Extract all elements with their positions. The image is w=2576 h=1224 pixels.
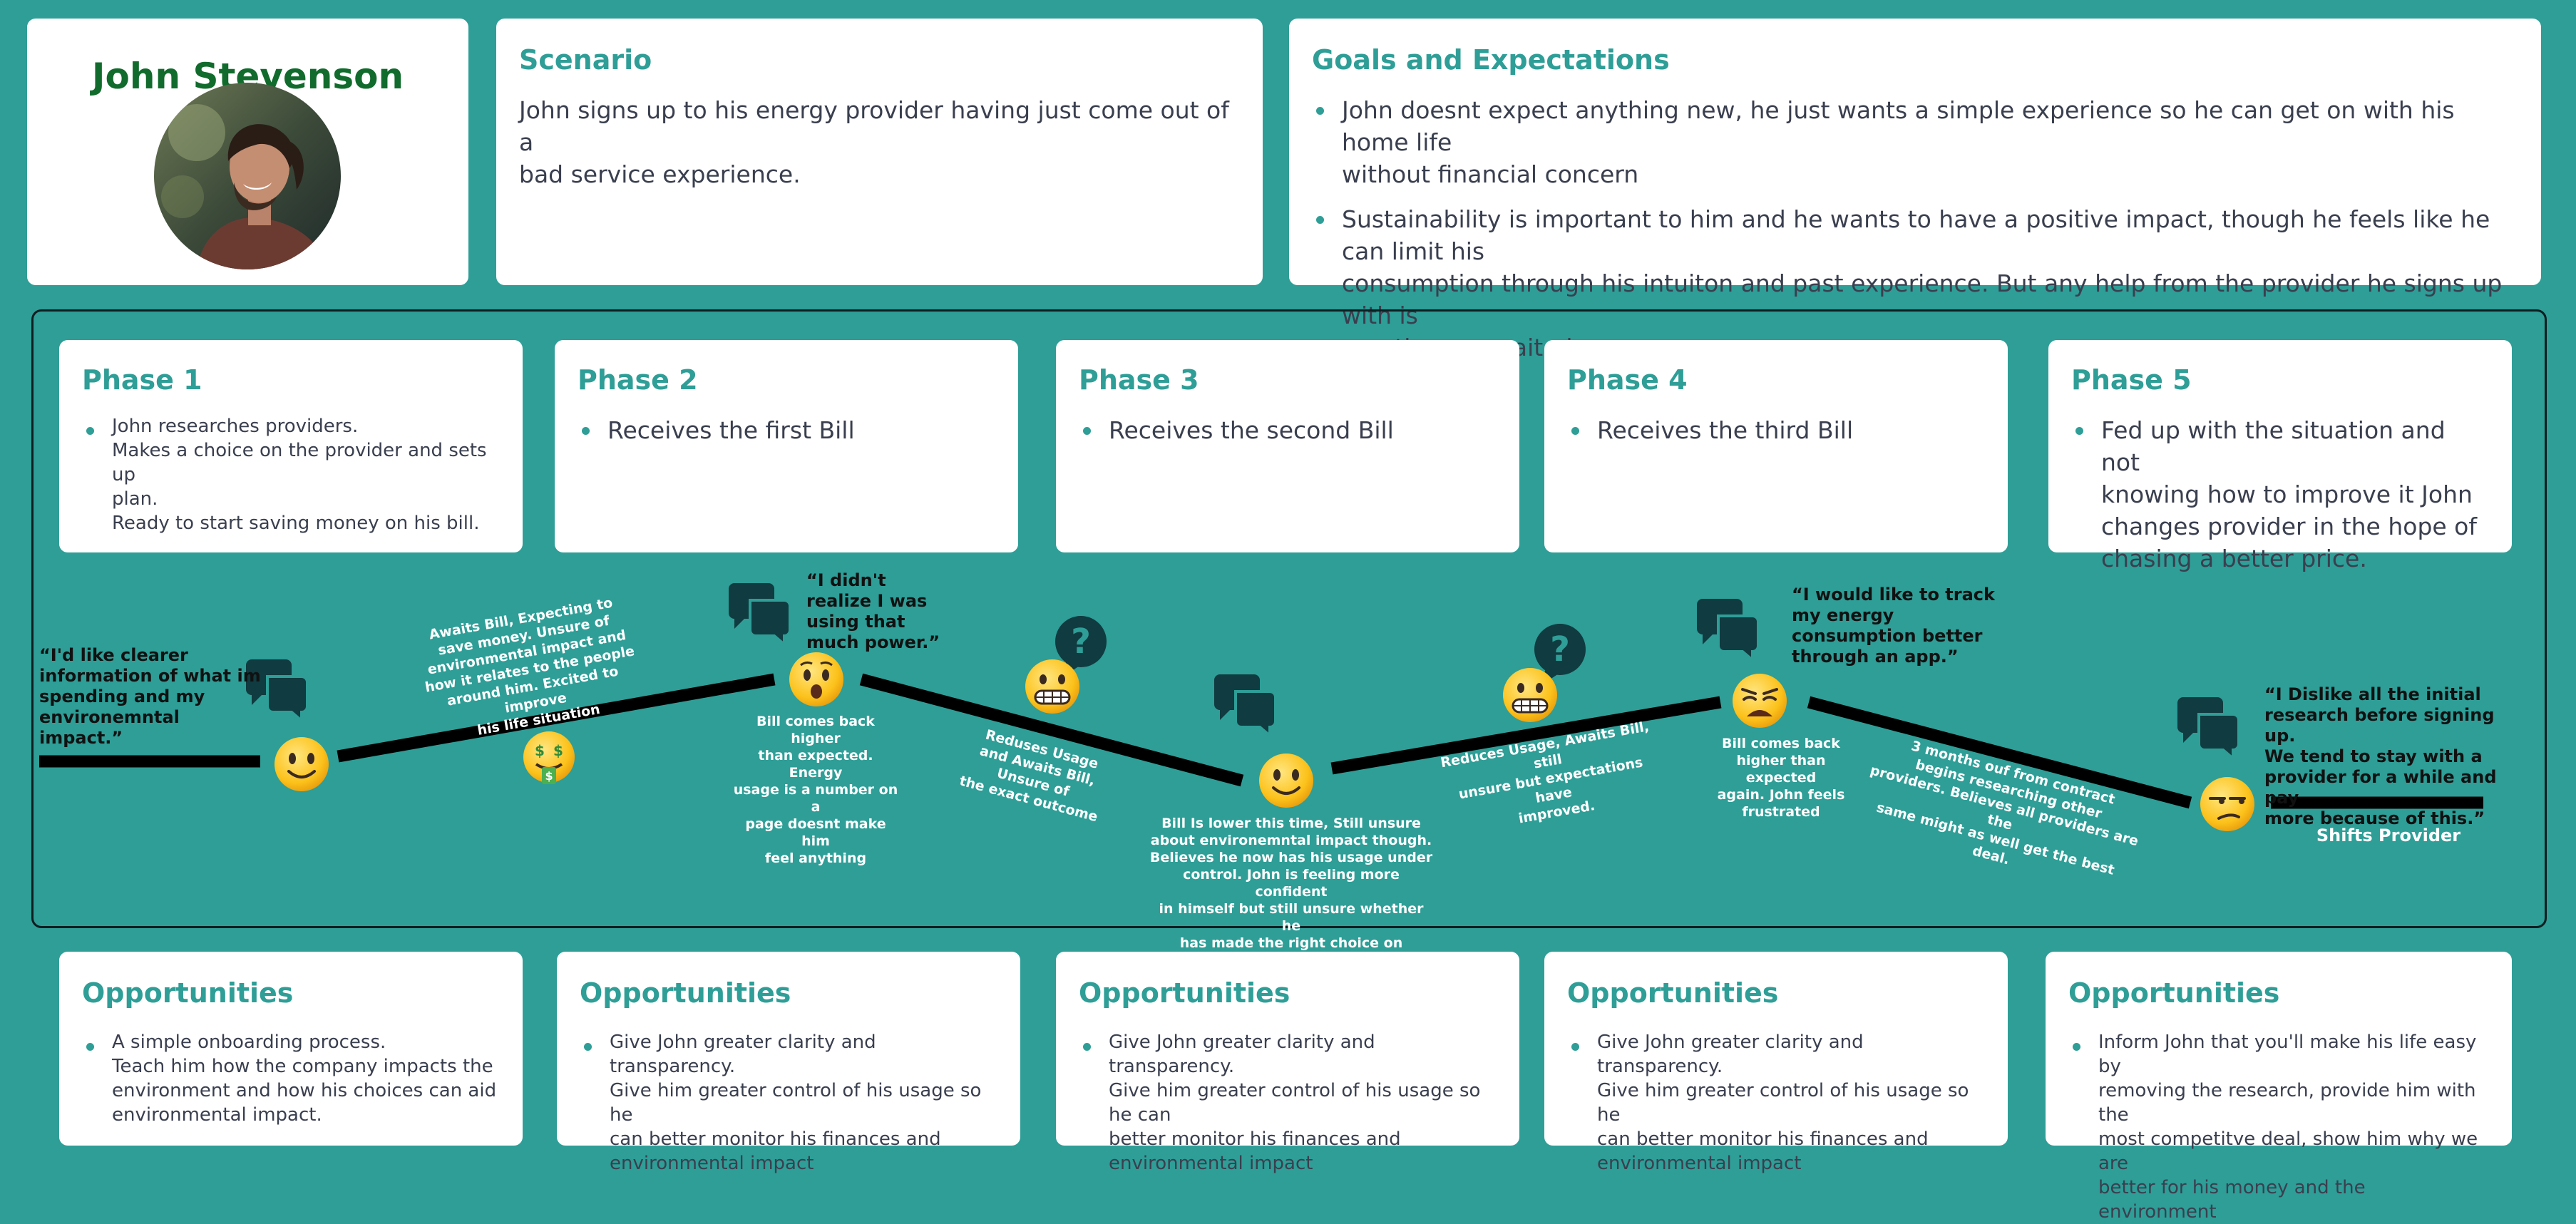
opportunity-item: A simple onboarding process. Teach him h…: [82, 1030, 500, 1127]
opportunity-item: Give John greater clarity and transparen…: [1567, 1030, 1985, 1176]
opportunity-item: Give John greater clarity and transparen…: [1079, 1030, 1497, 1176]
journey-quote-2: “I didn't realize I was using that much …: [806, 570, 940, 652]
journey-note-6: Bill comes back higher than expected aga…: [1717, 736, 1845, 820]
opportunity-title: Opportunities: [2068, 977, 2280, 1009]
phase-item: Receives the second Bill: [1079, 414, 1497, 446]
opportunity-title: Opportunities: [1079, 977, 1290, 1009]
opportunity-card-5: Opportunities Inform John that you'll ma…: [2046, 952, 2512, 1223]
opportunity-list: Inform John that you'll make his life ea…: [2068, 1030, 2489, 1224]
opportunity-list: A simple onboarding process. Teach him h…: [82, 1030, 500, 1127]
journey-line: [39, 673, 2483, 809]
opportunity-title: Opportunities: [580, 977, 791, 1009]
hushed-face-emoji: [789, 652, 843, 706]
journey-quote-3: “I would like to track my energy consump…: [1792, 585, 1995, 667]
goal-item: Sustainability is important to him and h…: [1312, 203, 2518, 364]
phase-item: Fed up with the situation and not knowin…: [2071, 414, 2489, 575]
phase-list: Receives the second Bill: [1079, 414, 1497, 446]
chat-bubbles-icon: [727, 582, 791, 646]
goals-list: John doesnt expect anything new, he just…: [1312, 94, 2518, 364]
phase-title: Phase 1: [82, 364, 202, 396]
opportunity-item: Inform John that you'll make his life ea…: [2068, 1030, 2489, 1224]
scenario-title: Scenario: [519, 44, 652, 76]
chat-bubbles-icon: [1695, 597, 1760, 662]
phase-card-1: Phase 1 John researches providers. Makes…: [59, 340, 523, 552]
opportunity-card-1: Opportunities A simple onboarding proces…: [59, 952, 523, 1146]
phase-list: John researches providers. Makes a choic…: [82, 414, 500, 535]
goals-title: Goals and Expectations: [1312, 44, 1670, 76]
phase-title: Phase 5: [2071, 364, 2192, 396]
journey-note-4: Bill Is lower this time, Still unsure ab…: [1149, 816, 1433, 968]
phase-item: John researches providers. Makes a choic…: [82, 414, 500, 535]
phase-card-3: Phase 3 Receives the second Bill: [1056, 340, 1519, 552]
journey-note-8: Shifts Provider: [2316, 826, 2461, 845]
phase-card-4: Phase 4 Receives the third Bill: [1544, 340, 2008, 552]
journey-quote-1: “I'd like clearer information of what im…: [39, 645, 261, 748]
journey-note-2: Bill comes back higher than expected. En…: [733, 714, 898, 866]
slightly-smiling-face-emoji: [274, 737, 329, 791]
opportunity-item: Give John greater clarity and transparen…: [580, 1030, 997, 1176]
phase-card-5: Phase 5 Fed up with the situation and no…: [2048, 340, 2512, 572]
opportunity-card-2: Opportunities Give John greater clarity …: [557, 952, 1020, 1174]
opportunity-card-4: Opportunities Give John greater clarity …: [1544, 952, 2008, 1174]
grimacing-face-emoji: [1503, 668, 1557, 722]
opportunity-title: Opportunities: [82, 977, 294, 1009]
phase-title: Phase 4: [1567, 364, 1688, 396]
svg-text:$: $: [553, 742, 563, 759]
scenario-card: Scenario John signs up to his energy pro…: [496, 19, 1263, 285]
opportunity-card-3: Opportunities Give John greater clarity …: [1056, 952, 1519, 1174]
weary-face-emoji: [1733, 674, 1787, 728]
phase-list: Fed up with the situation and not knowin…: [2071, 414, 2489, 575]
phase-list: Receives the first Bill: [578, 414, 995, 446]
phase-item: Receives the first Bill: [578, 414, 995, 446]
phase-item: Receives the third Bill: [1567, 414, 1985, 446]
journey-quote-4: “I Dislike all the initial research befo…: [2264, 684, 2497, 828]
opportunity-list: Give John greater clarity and transparen…: [1567, 1030, 1985, 1176]
persona-card: John Stevenson: [27, 19, 468, 285]
scenario-text: John signs up to his energy provider hav…: [519, 96, 1229, 188]
phase-list: Receives the third Bill: [1567, 414, 1985, 446]
chat-bubbles-icon: [2176, 696, 2240, 760]
journey-panel: [31, 309, 2547, 928]
slightly-smiling-face-emoji: [1259, 754, 1313, 808]
opportunity-list: Give John greater clarity and transparen…: [580, 1030, 997, 1176]
unamused-face-emoji: [2200, 777, 2254, 831]
phase-card-2: Phase 2 Receives the first Bill: [555, 340, 1018, 552]
money-mouth-face-emoji: $ $ $: [523, 731, 575, 784]
phase-title: Phase 3: [1079, 364, 1199, 396]
goal-item: John doesnt expect anything new, he just…: [1312, 94, 2518, 190]
chat-bubbles-icon: [1213, 673, 1277, 737]
grimacing-face-emoji: [1025, 659, 1079, 714]
phase-title: Phase 2: [578, 364, 698, 396]
svg-text:$: $: [535, 742, 545, 759]
opportunity-list: Give John greater clarity and transparen…: [1079, 1030, 1497, 1176]
svg-text:$: $: [545, 769, 553, 783]
goals-card: Goals and Expectations John doesnt expec…: [1289, 19, 2541, 361]
opportunity-title: Opportunities: [1567, 977, 1779, 1009]
journey-graph: ? $ $ $: [39, 582, 2483, 831]
